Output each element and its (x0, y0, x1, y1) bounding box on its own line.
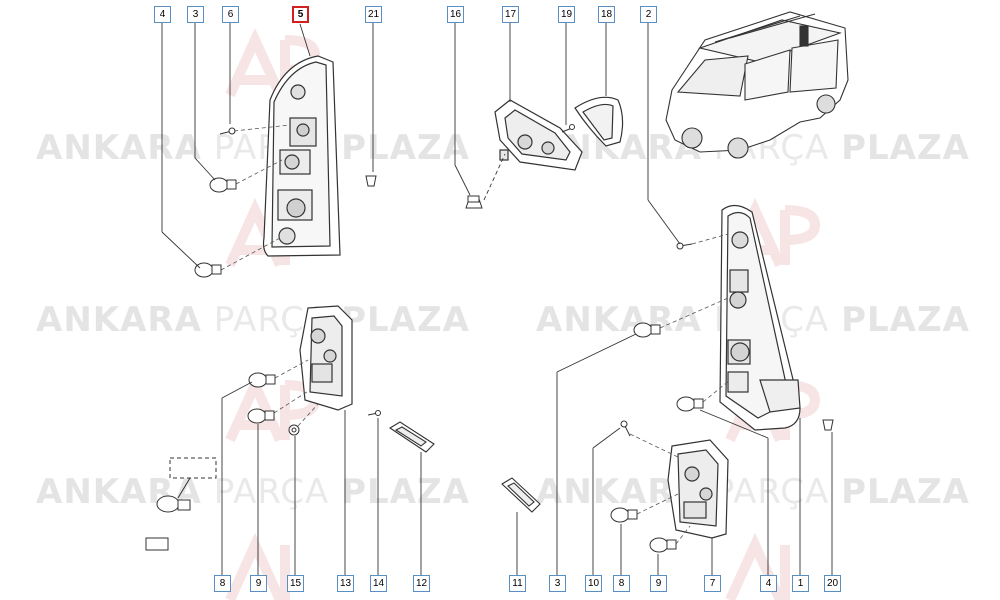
tail-lamp-right (719, 204, 801, 431)
screw-part-10 (620, 420, 631, 437)
callout-8-bottom-right[interactable]: 8 (613, 575, 630, 592)
leader-lines-right (659, 233, 731, 403)
bulb-part-3-right (633, 322, 661, 338)
callout-lines-mid-left (221, 381, 422, 575)
bracket-part-11 (501, 477, 541, 513)
callout-lines-top-left (161, 22, 374, 269)
lens-cover-part-18 (574, 96, 624, 147)
callout-lines-right (556, 22, 833, 575)
callout-11-bottom[interactable]: 11 (509, 575, 526, 592)
callout-20-bottom[interactable]: 20 (824, 575, 841, 592)
callout-lines-top-middle (454, 22, 607, 201)
washer-part-15 (288, 424, 300, 436)
callout-6-top[interactable]: 6 (222, 6, 239, 23)
bulb-part-4-top (194, 262, 222, 278)
screw-part-6 (219, 127, 236, 135)
watermark-logo-icon (225, 197, 321, 268)
callout-4-top[interactable]: 4 (154, 6, 171, 23)
bulb-part-8-left (248, 372, 276, 388)
bulb-socket-assembly (145, 457, 217, 551)
clip-part-21 (365, 175, 377, 187)
bracket-part-12 (388, 421, 435, 453)
callout-3-bottom[interactable]: 3 (549, 575, 566, 592)
tail-lamp-top-left (262, 55, 341, 257)
callout-4-bottom[interactable]: 4 (760, 575, 777, 592)
watermark-logo-icon (225, 27, 321, 98)
leader-lines-mid-right (629, 433, 691, 545)
screw-part-2 (676, 242, 693, 250)
bulb-part-9-right (649, 537, 677, 553)
callout-14-bottom[interactable]: 14 (370, 575, 387, 592)
bulb-part-8-right (610, 507, 638, 523)
callout-9-bottom-right[interactable]: 9 (650, 575, 667, 592)
lamp-housing-part-7 (667, 439, 729, 539)
callout-8-bottom-left[interactable]: 8 (214, 575, 231, 592)
callout-5-top-highlighted[interactable]: 5 (292, 6, 309, 23)
clip-part-20 (822, 419, 834, 431)
callout-9-bottom-left[interactable]: 9 (250, 575, 267, 592)
bulb-part-9-left (247, 408, 275, 424)
bulb-part-3-top (209, 177, 237, 193)
callout-15-bottom[interactable]: 15 (287, 575, 304, 592)
screw-part-14 (367, 410, 381, 416)
callout-3-top[interactable]: 3 (187, 6, 204, 23)
callout-13-bottom[interactable]: 13 (337, 575, 354, 592)
callout-17-top[interactable]: 17 (502, 6, 519, 23)
van-illustration (665, 11, 849, 159)
callout-21-top[interactable]: 21 (365, 6, 382, 23)
number-plate-lamp-part-17 (494, 99, 583, 171)
callout-16-top[interactable]: 16 (447, 6, 464, 23)
callout-10-bottom[interactable]: 10 (585, 575, 602, 592)
callout-2-top[interactable]: 2 (640, 6, 657, 23)
lamp-housing-part-13 (299, 305, 353, 411)
leader-lines-top-left (220, 124, 291, 271)
callout-lines-mid-right (516, 427, 713, 575)
callout-1-bottom[interactable]: 1 (792, 575, 809, 592)
callout-18-top[interactable]: 18 (598, 6, 615, 23)
callout-7-bottom[interactable]: 7 (704, 575, 721, 592)
bulb-part-4-right (676, 396, 704, 412)
screw-part-19 (561, 124, 575, 133)
leader-lines-mid-left (273, 359, 319, 427)
watermark-logo-icon (225, 532, 290, 600)
bulb-part-16 (465, 195, 483, 209)
callout-12-bottom[interactable]: 12 (413, 575, 430, 592)
callout-19-top[interactable]: 19 (558, 6, 575, 23)
